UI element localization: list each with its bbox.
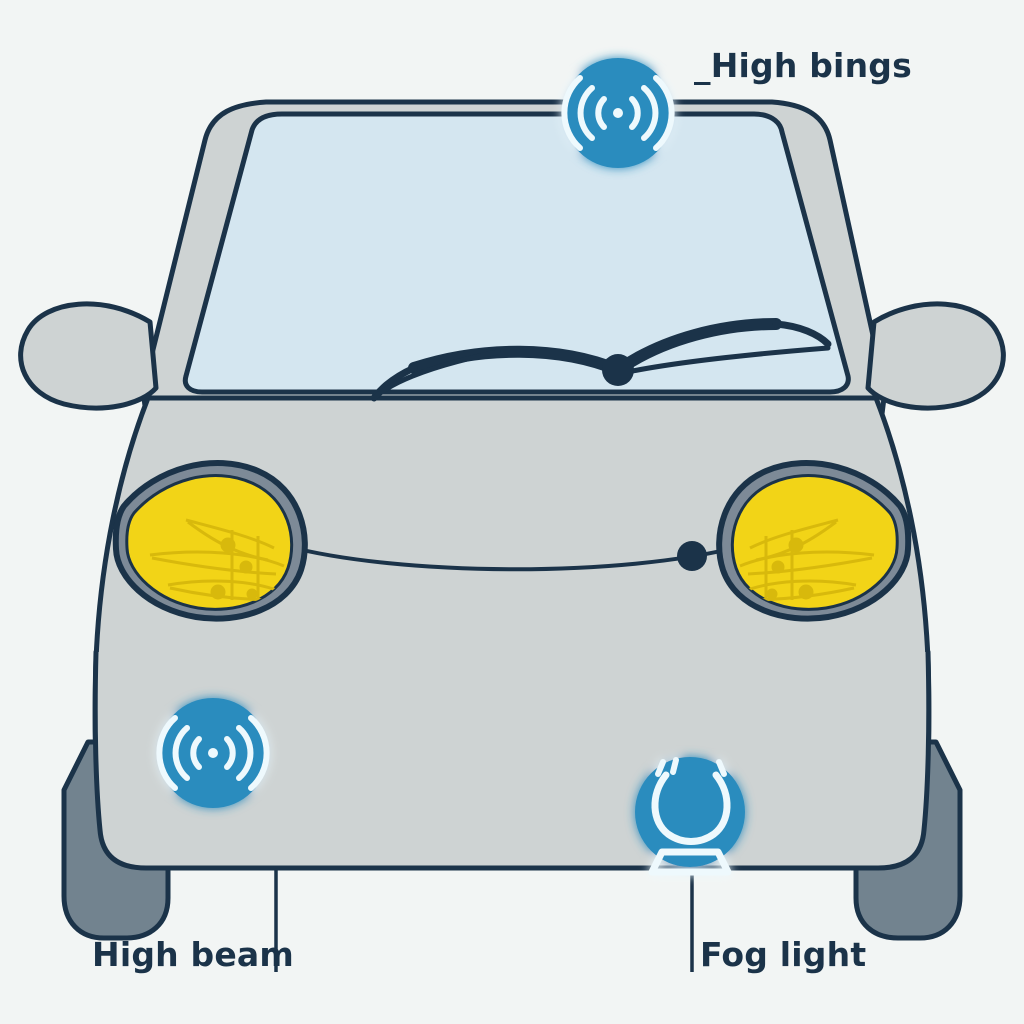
callout-icon-fog-light[interactable] <box>635 757 745 876</box>
callout-icon-high-bings[interactable] <box>561 58 675 168</box>
right-headlight <box>716 460 912 622</box>
windshield <box>182 111 851 395</box>
callout-label-high-beam: High beam <box>92 935 294 974</box>
car-body-group <box>18 99 1006 941</box>
fog-lamp-icon <box>648 757 732 876</box>
right-side-mirror <box>865 301 1006 411</box>
left-headlight <box>112 460 308 622</box>
left-headlight-lens <box>125 474 294 611</box>
left-side-mirror <box>18 301 159 411</box>
right-wiper-blade <box>772 320 832 348</box>
right-headlight-lens <box>730 474 899 611</box>
left-wiper <box>408 345 624 376</box>
signal-broadcast-icon <box>561 75 675 151</box>
callout-label-fog-light: Fog light <box>700 935 867 974</box>
callout-icon-high-beam[interactable] <box>156 698 270 808</box>
right-wiper <box>612 318 782 376</box>
signal-broadcast-icon <box>156 715 270 791</box>
callout-label-high-bings: _High bings <box>694 46 912 85</box>
wiper-pivot-dot <box>602 354 634 386</box>
front-bumper-outline <box>92 649 932 871</box>
fog-light-anchor-dot <box>677 541 707 571</box>
left-wiper-arm <box>371 349 501 401</box>
right-wiper-arm <box>615 345 831 377</box>
